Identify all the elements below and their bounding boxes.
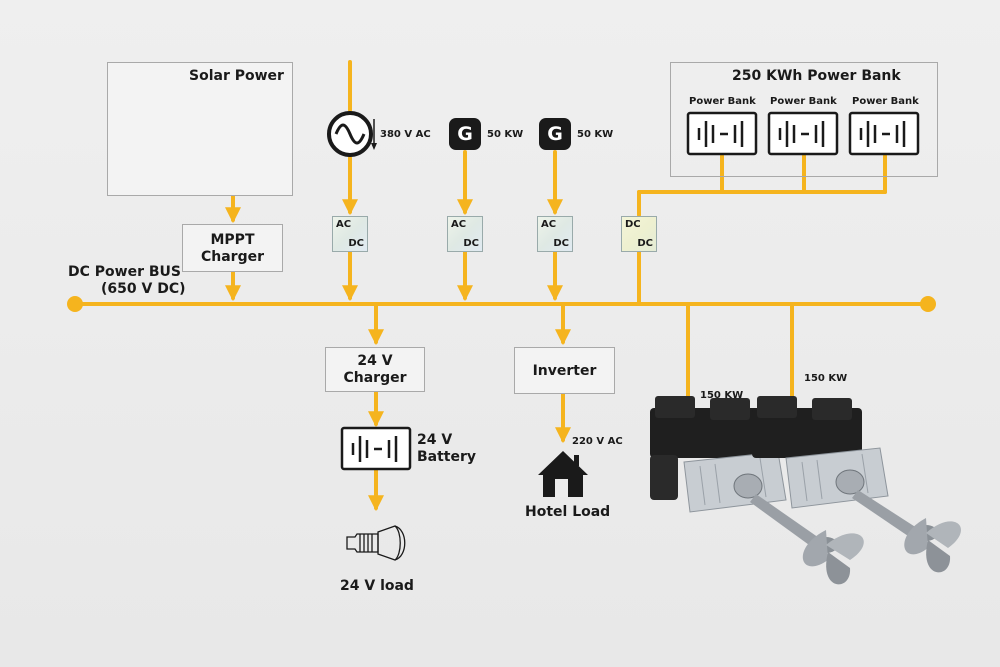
bus-end-right: [920, 296, 936, 312]
converter-out: DC: [348, 238, 364, 249]
battery-24v-icon: [340, 426, 412, 471]
generator-icon-2: G: [539, 118, 571, 150]
bulb-icon: [346, 525, 406, 561]
bus-label-line2: (650 V DC): [101, 281, 186, 297]
charger-24v-line1: 24 V: [357, 353, 393, 369]
converter-in: AC: [451, 219, 467, 230]
mppt-charger-box: MPPT Charger: [182, 224, 283, 272]
converter-ac-dc-gen1: AC DC: [447, 216, 483, 252]
converter-ac-dc-gen2: AC DC: [537, 216, 573, 252]
battery-24v-line1: 24 V: [417, 432, 453, 448]
load-24v-label: 24 V load: [340, 578, 414, 594]
power-bank-unit-label-3: Power Bank: [852, 96, 919, 107]
converter-in: DC: [625, 219, 641, 230]
converter-in: AC: [336, 219, 352, 230]
solar-power-title: Solar Power: [189, 68, 284, 84]
charger-24v-line2: Charger: [343, 370, 407, 386]
converter-dc-dc-bank: DC DC: [621, 216, 657, 252]
charger-24v-box: 24 V Charger: [325, 347, 425, 392]
ac-source-icon: [327, 111, 377, 157]
thruster-2-power: 150 KW: [804, 373, 848, 384]
generator-icon-1: G: [449, 118, 481, 150]
converter-out: DC: [553, 238, 569, 249]
converter-out: DC: [637, 238, 653, 249]
grid-voltage-label: 380 V AC: [380, 129, 431, 140]
generator-1-power: 50 KW: [487, 129, 524, 140]
mppt-label-line2: Charger: [200, 249, 264, 265]
converter-ac-dc-grid: AC DC: [332, 216, 368, 252]
thruster-icon-1: [650, 396, 864, 585]
battery-24v-line2: Battery: [417, 449, 477, 465]
bus-label-line1: DC Power BUS: [68, 264, 181, 280]
power-bank-battery-icon-2: [767, 111, 839, 156]
power-bank-unit-label-1: Power Bank: [689, 96, 756, 107]
solar-power-box: [107, 62, 293, 196]
generator-2-power: 50 KW: [577, 129, 614, 140]
inverter-box: Inverter: [514, 347, 615, 394]
inverter-voltage-label: 220 V AC: [572, 436, 623, 447]
power-bank-unit-label-2: Power Bank: [770, 96, 837, 107]
thruster-1-power: 150 KW: [700, 390, 744, 401]
power-bank-battery-icon-3: [848, 111, 920, 156]
thruster-icon-2: [752, 396, 961, 573]
power-bank-title: 250 KWh Power Bank: [732, 68, 901, 84]
power-bank-battery-icon-1: [686, 111, 758, 156]
inverter-label: Inverter: [532, 363, 597, 379]
house-icon: [538, 451, 588, 497]
bus-end-left: [67, 296, 83, 312]
converter-in: AC: [541, 219, 557, 230]
converter-out: DC: [463, 238, 479, 249]
power-bank-box: [670, 62, 938, 177]
battery-icons: [340, 111, 920, 471]
hotel-load-label: Hotel Load: [525, 504, 611, 520]
mppt-label-line1: MPPT: [210, 232, 255, 248]
